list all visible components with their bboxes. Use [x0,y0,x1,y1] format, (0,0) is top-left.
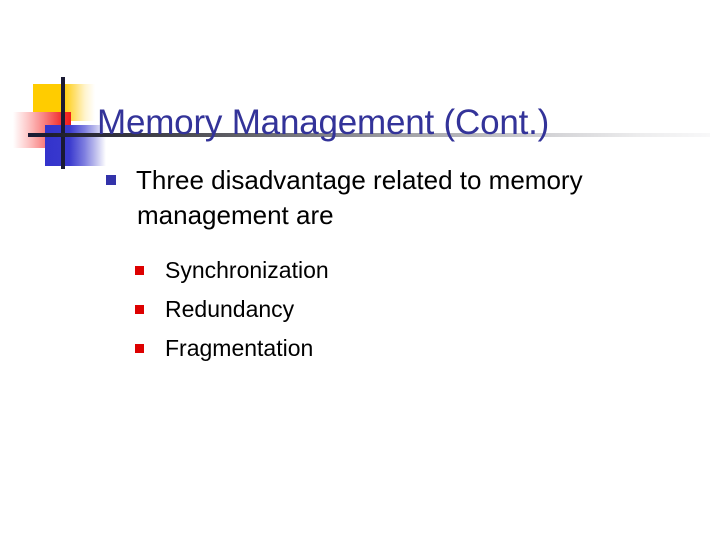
title-divider-rule [28,133,710,137]
slide-body: Three disadvantage related to memory man… [0,163,720,368]
red-square-bullet-icon [135,305,144,314]
list-item: Redundancy [0,290,720,329]
slide-design-logo [0,0,230,190]
red-square-bullet-icon [135,344,144,353]
blue-square-icon [45,125,106,166]
list-item: Fragmentation [0,329,720,368]
page-title: Memory Management (Cont.) [97,103,550,143]
list-item: Three disadvantage related to memory man… [0,163,720,233]
sub-bullet-list: Synchronization Redundancy Fragmentation [0,251,720,368]
list-item: Synchronization [0,251,720,290]
red-square-bullet-icon [135,266,144,275]
bullet-text: Synchronization [165,257,329,283]
bullet-text: Fragmentation [165,335,314,361]
bullet-text: Redundancy [165,296,295,322]
bullet-text: Three disadvantage related to memory man… [136,165,583,230]
blue-square-bullet-icon [106,175,116,185]
vertical-rule [61,77,65,169]
